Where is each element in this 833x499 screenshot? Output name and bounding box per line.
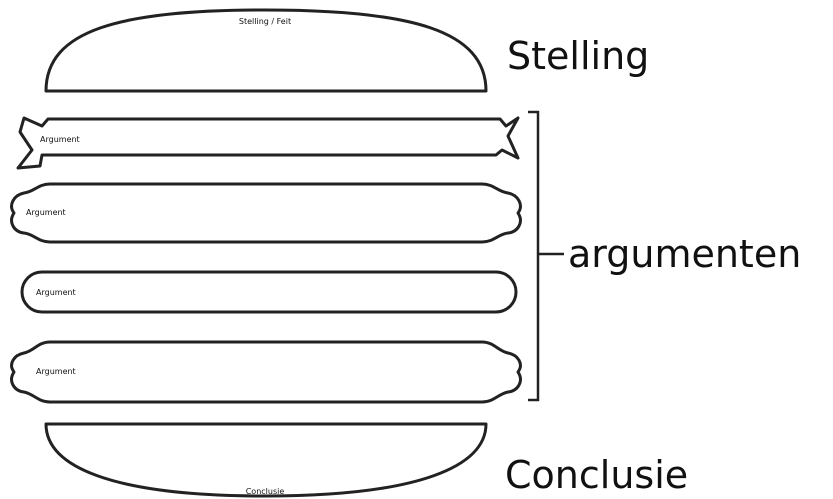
bun-top-shape bbox=[44, 8, 488, 93]
argument-label: Argument bbox=[36, 288, 76, 297]
argument-label: Argument bbox=[36, 367, 76, 376]
bun-bottom-shape bbox=[44, 422, 488, 498]
bun-top-inner-label: Stelling / Feit bbox=[239, 17, 291, 26]
argument-layer-3-shape bbox=[20, 270, 518, 314]
argument-layer-4: Argument bbox=[10, 340, 522, 404]
argumenten-label: argumenten bbox=[568, 232, 801, 276]
bracket-shape bbox=[528, 110, 540, 402]
argument-layer-4-shape bbox=[10, 340, 522, 404]
stelling-label: Stelling bbox=[507, 34, 649, 78]
bun-bottom: Conclusie bbox=[44, 422, 488, 498]
argument-layer-1-shape bbox=[16, 116, 520, 170]
argumenten-bracket bbox=[528, 110, 564, 402]
conclusie-label: Conclusie bbox=[505, 453, 688, 497]
argument-label: Argument bbox=[26, 208, 66, 217]
bun-bottom-inner-label: Conclusie bbox=[246, 487, 285, 496]
argument-label: Argument bbox=[40, 135, 80, 144]
argument-layer-2: Argument bbox=[10, 182, 522, 244]
argument-layer-3: Argument bbox=[20, 270, 518, 314]
argument-layer-2-shape bbox=[10, 182, 522, 244]
bun-top: Stelling / Feit bbox=[44, 8, 488, 93]
argument-layer-1: Argument bbox=[16, 116, 520, 170]
